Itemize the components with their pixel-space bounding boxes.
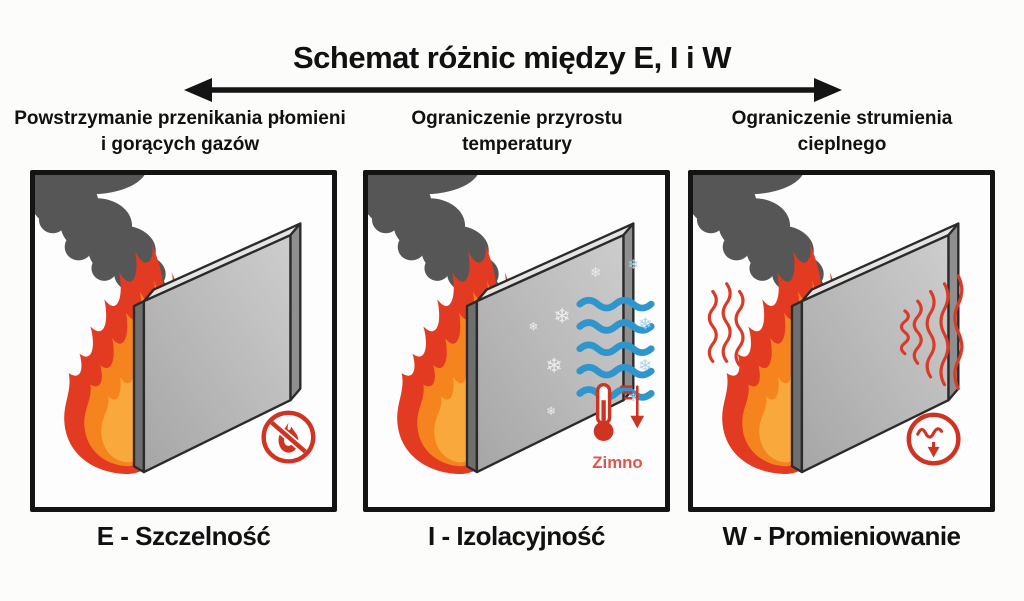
snowflake-icon: ❄ [546,404,556,418]
diagram-title: Schemat różnic między E, I i W [292,40,732,75]
down-arrow-icon [630,415,645,429]
snowflake-icon: ❄ [638,314,652,333]
no-fire-icon [261,410,316,464]
caption-i: I - Izolacyjność [428,521,605,551]
arrowhead-right-icon [814,78,842,102]
cold-label: Zimno [592,453,642,472]
heat-waves-left [707,282,745,367]
caption-e: E - Szczelność [96,521,271,551]
fire-wall-illustration-w [693,175,964,474]
temperature-drop-icon [593,382,645,441]
fire-wall-illustration-i: ❄ ❄ ❄ ❄ ❄ ❄ ❄ ❄ ❄ [368,175,655,474]
snowflake-icon: ❄ [528,320,538,334]
panel-w [688,170,995,512]
column-header-e: Powstrzymanie przenikania płomieni i gor… [14,108,346,155]
heat-waves-right [899,274,964,391]
ice-snowflakes: ❄ ❄ ❄ ❄ [628,257,653,404]
snowflake-icon: ❄ [545,354,562,378]
snowflake-icon: ❄ [590,265,602,281]
panel-i: ❄ ❄ ❄ ❄ ❄ ❄ ❄ ❄ ❄ [363,170,670,512]
radiation-reduced-icon [906,412,961,466]
arrowhead-left-icon [184,78,212,102]
column-header-w: Ograniczenie strumienia cieplnego [731,108,953,155]
snowflake-icon: ❄ [628,390,638,404]
caption-w: W - Promieniowanie [722,521,961,551]
double-arrow [182,76,844,104]
fire-wall-illustration-e [35,175,316,474]
snowflake-icon: ❄ [628,257,640,273]
column-header-i: Ograniczenie przyrostu temperatury [411,108,623,155]
cold-air-waves [576,296,655,401]
panel-e [30,170,337,512]
snowflake-icon: ❄ [638,356,652,375]
snowflake-icon: ❄ [553,304,570,328]
down-arrow-icon [927,446,940,458]
snowflakes-on-wall: ❄ ❄ ❄ ❄ ❄ [528,265,601,418]
